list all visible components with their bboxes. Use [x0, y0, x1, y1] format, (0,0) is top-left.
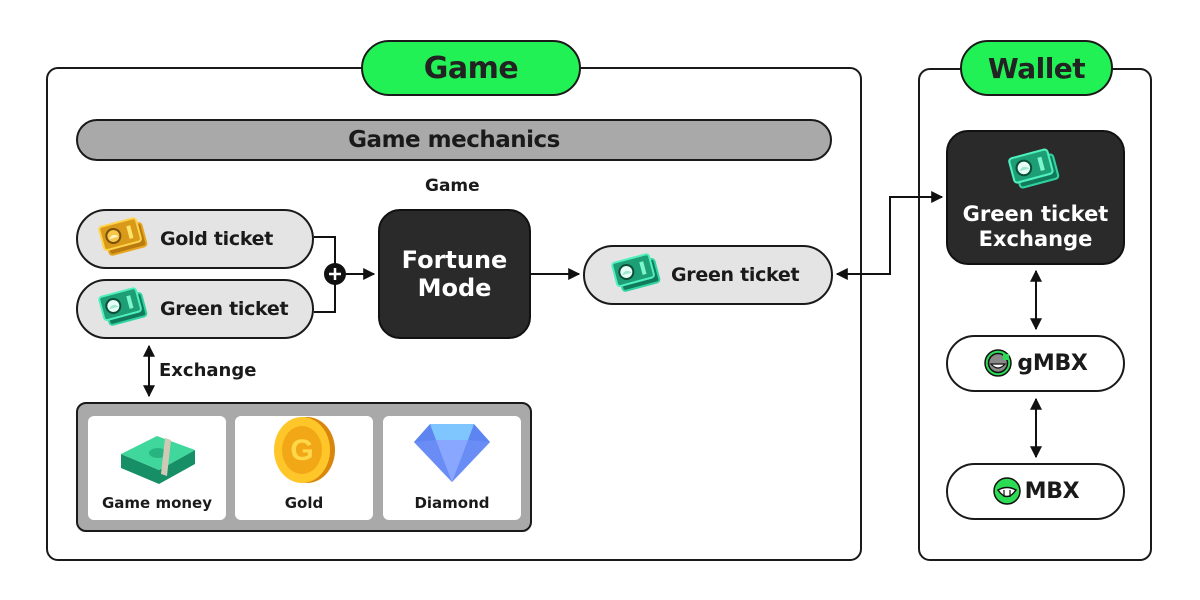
svg-text:G: G	[290, 434, 313, 467]
wallet-panel-title: Wallet	[960, 40, 1113, 96]
currency-card-diamond[interactable]: Diamond	[383, 416, 521, 520]
gmbx-token-pill[interactable]: gMBX	[946, 335, 1125, 392]
gold-coin-icon: G	[269, 414, 339, 490]
game-mechanics-bar: Game mechanics	[76, 119, 832, 161]
game-panel-title: Game	[361, 40, 581, 96]
mbx-token-icon	[992, 476, 1022, 512]
exchange-box-line2: Exchange	[978, 226, 1093, 251]
currency-card-gold[interactable]: G Gold	[235, 416, 373, 520]
mbx-token-pill[interactable]: MBX	[946, 463, 1125, 520]
gold-ticket-pill[interactable]: Gold ticket	[76, 209, 314, 269]
fortune-mode-box[interactable]: Fortune Mode	[378, 209, 531, 339]
cash-stack-icon	[115, 424, 199, 490]
diamond-icon	[410, 420, 494, 488]
wallet-title-text: Wallet	[987, 51, 1086, 85]
gold-ticket-icon	[96, 213, 154, 266]
gold-label: Gold	[284, 494, 324, 512]
gmbx-label: gMBX	[1017, 351, 1088, 376]
game-subtitle: Game	[425, 176, 480, 196]
green-ticket-icon	[1005, 144, 1067, 200]
mbx-label: MBX	[1024, 479, 1080, 504]
green-ticket-output-pill[interactable]: Green ticket	[583, 245, 833, 305]
diamond-label: Diamond	[414, 494, 490, 512]
gmbx-token-icon	[983, 348, 1013, 384]
green-ticket-output-label: Green ticket	[671, 264, 800, 286]
fortune-mode-line2: Mode	[417, 274, 492, 302]
output-to-wallet-arrow	[835, 191, 944, 280]
game-title-text: Game	[423, 50, 519, 86]
green-ticket-input-label: Green ticket	[160, 298, 289, 320]
currency-group: Game money G Gold Diamond	[76, 402, 532, 532]
green-ticket-exchange-box[interactable]: Green ticket Exchange	[946, 130, 1125, 265]
exchange-box-line1: Green ticket	[962, 201, 1109, 226]
currency-card-game-money[interactable]: Game money	[88, 416, 226, 520]
fortune-mode-line1: Fortune	[401, 246, 508, 274]
exchange-label: Exchange	[159, 360, 257, 381]
gold-ticket-label: Gold ticket	[160, 228, 274, 250]
green-ticket-icon	[96, 283, 154, 336]
game-mechanics-label: Game mechanics	[348, 127, 560, 153]
green-ticket-icon	[609, 249, 667, 302]
game-money-label: Game money	[101, 494, 213, 512]
green-ticket-input-pill[interactable]: Green ticket	[76, 279, 314, 339]
